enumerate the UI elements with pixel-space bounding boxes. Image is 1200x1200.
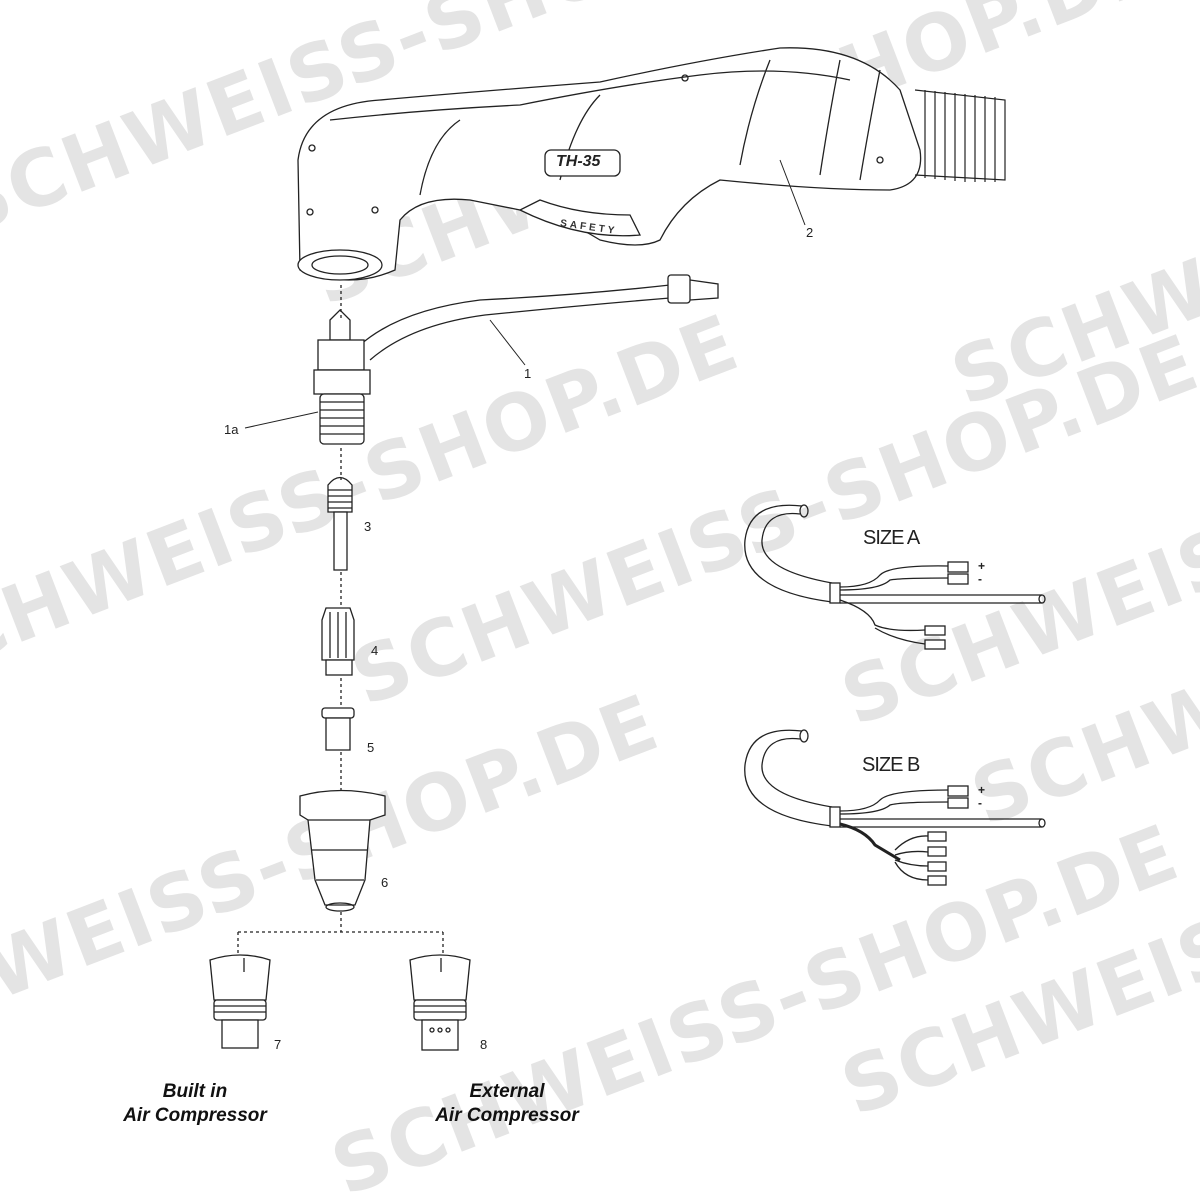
size-a-minus: -: [978, 572, 982, 586]
part-6-nozzle: [299, 789, 386, 912]
torch-model-label: TH-35: [556, 153, 601, 170]
part-label-7: 7: [274, 1037, 282, 1052]
caption-external-line1: External: [469, 1081, 545, 1102]
part-3-electrode: [327, 476, 353, 571]
cable: [359, 274, 719, 361]
part-label-1a: 1a: [224, 422, 239, 437]
wiring-size-b: [744, 729, 1046, 886]
part-label-2: 2: [806, 225, 814, 240]
assembly-lines: [237, 285, 444, 955]
torch-body: [297, 47, 1006, 281]
part-label-1: 1: [524, 366, 532, 381]
leader-lines: [244, 159, 806, 429]
part-label-8: 8: [480, 1037, 488, 1052]
part-label-6: 6: [381, 875, 389, 890]
part-8: [409, 954, 471, 1051]
caption-built-in: Built in Air Compressor: [100, 1080, 290, 1128]
part-5-tip: [321, 707, 355, 751]
part-7: [209, 954, 271, 1049]
caption-external: External Air Compressor: [412, 1080, 602, 1128]
caption-built-in-line2: Air Compressor: [123, 1105, 267, 1126]
size-b-plus: +: [978, 783, 986, 797]
size-a-plus: +: [978, 559, 986, 573]
wiring-size-a: [744, 504, 1046, 650]
caption-external-line2: Air Compressor: [435, 1105, 579, 1126]
part-label-3: 3: [364, 519, 372, 534]
part-label-5: 5: [367, 740, 375, 755]
size-b-title: SIZE B: [862, 754, 920, 776]
size-a-title: SIZE A: [863, 527, 920, 549]
part-4: [321, 607, 355, 676]
caption-built-in-line1: Built in: [162, 1081, 228, 1102]
size-b-minus: -: [978, 796, 982, 810]
part-1a: [313, 309, 371, 445]
part-label-4: 4: [371, 643, 379, 658]
